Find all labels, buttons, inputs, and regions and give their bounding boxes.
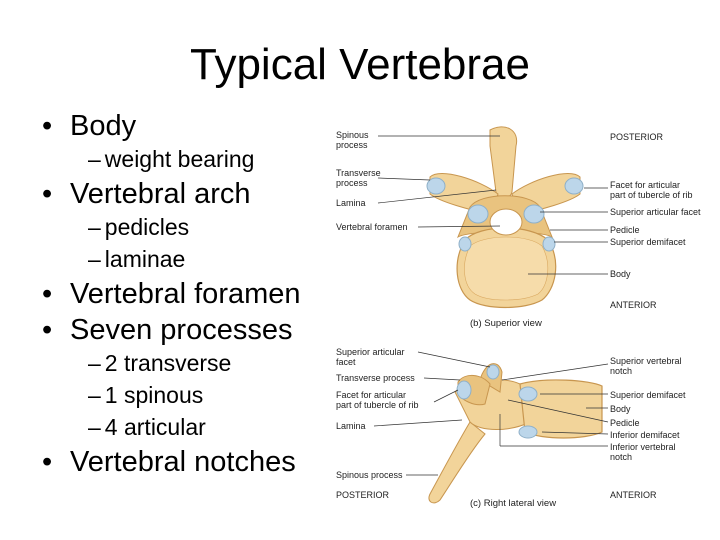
bullet-seven-processes: •Seven processes (42, 314, 293, 346)
lateral-view-drawing (428, 363, 603, 504)
label-superior-articular-facet-lateral: Superior articular facet (336, 347, 405, 367)
label-spinous-process-superior: Spinous process (336, 130, 369, 150)
slide-title: Typical Vertebrae (190, 40, 530, 89)
vertebra-figure: Spinous process Transverse process Lamin… (330, 122, 720, 517)
label-inferior-vertebral-notch: Inferior vertebral notch (610, 442, 676, 462)
label-inferior-demifacet: Inferior demifacet (610, 430, 680, 440)
bullet-vertebral-notches: •Vertebral notches (42, 446, 296, 478)
sub-bullet-1-spinous: –1 spinous (88, 382, 204, 408)
bullet-body: •Body (42, 110, 137, 142)
label-body-superior: Body (610, 269, 631, 279)
label-lamina-superior: Lamina (336, 198, 366, 208)
label-superior-demifacet-lateral: Superior demifacet (610, 390, 686, 400)
label-facet-tubercle-lateral: Facet for articular part of tubercle of … (336, 390, 419, 410)
label-superior-vertebral-notch: Superior vertebral notch (610, 356, 682, 376)
caption-lateral-view: (c) Right lateral view (470, 498, 557, 509)
sub-bullet-laminae: –laminae (88, 246, 186, 272)
label-superior-demifacet-superior: Superior demifacet (610, 237, 686, 247)
caption-superior-view: (b) Superior view (470, 318, 542, 329)
label-facet-tubercle-superior: Facet for articular part of tubercle of … (610, 180, 693, 200)
label-spinous-process-lateral: Spinous process (336, 470, 403, 480)
label-superior-articular-facet: Superior articular facet (610, 207, 701, 217)
sub-bullet-weight-bearing: –weight bearing (88, 146, 255, 172)
label-transverse-process-lateral: Transverse process (336, 373, 415, 383)
label-pedicle-lateral: Pedicle (610, 418, 640, 428)
sub-bullet-2-transverse: –2 transverse (88, 350, 232, 376)
bullet-vertebral-foramen: •Vertebral foramen (42, 278, 301, 310)
label-transverse-process-superior: Transverse process (336, 168, 381, 188)
label-posterior-lateral: POSTERIOR (336, 490, 390, 500)
label-pedicle-superior: Pedicle (610, 225, 640, 235)
label-posterior-superior: POSTERIOR (610, 132, 664, 142)
label-lamina-lateral: Lamina (336, 421, 366, 431)
sub-bullet-4-articular: –4 articular (88, 414, 206, 440)
vertebra-illustration (373, 126, 609, 504)
superior-view-drawing (426, 126, 584, 309)
bullet-vertebral-arch: •Vertebral arch (42, 178, 251, 210)
sub-bullet-pedicles: –pedicles (88, 214, 190, 240)
label-vertebral-foramen: Vertebral foramen (336, 222, 408, 232)
label-anterior-superior: ANTERIOR (610, 300, 657, 310)
label-anterior-lateral: ANTERIOR (610, 490, 657, 500)
bullet-list: •Body –weight bearing •Vertebral arch –p… (42, 108, 342, 480)
label-body-lateral: Body (610, 404, 631, 414)
